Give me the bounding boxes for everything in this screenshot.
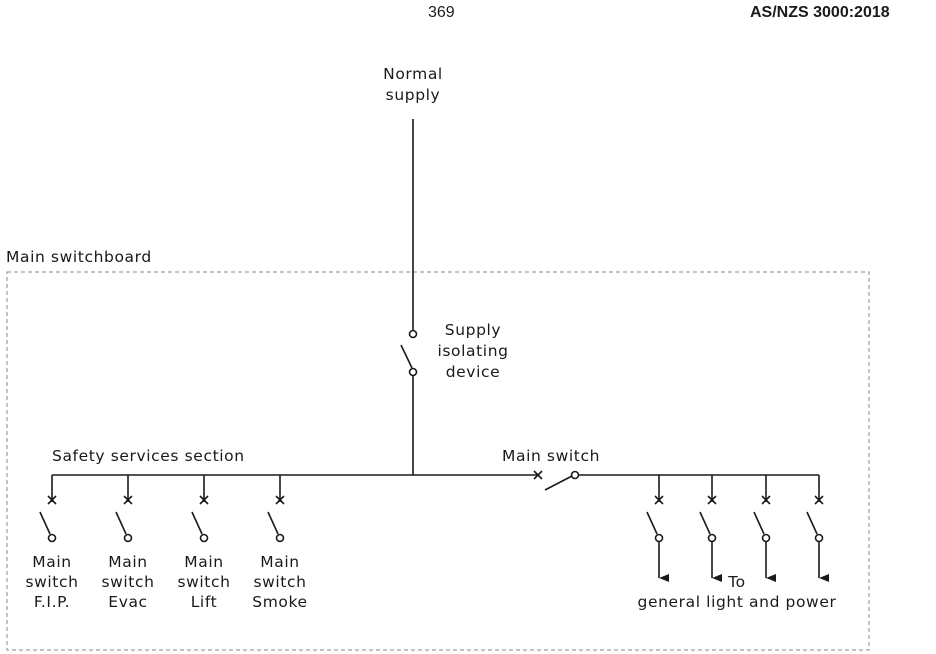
general-circuit-1 — [646, 475, 669, 582]
main-switch-symbol — [533, 470, 580, 491]
general-circuit-4 — [806, 475, 829, 582]
lift-label-line-3: Lift — [191, 593, 218, 611]
general-label-line-1: To — [727, 573, 746, 591]
isolator-label-line-1: Supply — [445, 321, 501, 339]
general-circuit-2 — [699, 475, 722, 582]
lift-label-line-2: switch — [177, 573, 230, 591]
fip-label-line-1: Main — [32, 553, 71, 571]
general-label-line-2: general light and power — [638, 593, 837, 611]
general-circuit-3 — [753, 475, 776, 582]
supply-label-line-1: Normal — [383, 65, 443, 83]
switchboard-label: Main switchboard — [6, 248, 152, 266]
isolator-bottom-contact — [408, 367, 418, 377]
safety-section-label: Safety services section — [52, 447, 245, 465]
fip-label-line-3: F.I.P. — [34, 593, 70, 611]
lift-label-line-1: Main — [184, 553, 223, 571]
evac-label-line-1: Main — [108, 553, 147, 571]
safety-circuit-smoke — [267, 475, 285, 543]
smoke-label-line-1: Main — [260, 553, 299, 571]
safety-circuit-lift — [191, 475, 209, 543]
main-switch-label: Main switch — [502, 447, 600, 465]
isolator-blade — [400, 344, 413, 369]
isolator-top-contact — [408, 329, 418, 339]
fip-label-line-2: switch — [25, 573, 78, 591]
standard-reference: AS/NZS 3000:2018 — [750, 4, 890, 21]
evac-label-line-2: switch — [101, 573, 154, 591]
isolator-label-line-3: device — [446, 363, 501, 381]
switchboard-boundary — [6, 271, 870, 651]
smoke-label-line-2: switch — [253, 573, 306, 591]
supply-label-line-2: supply — [386, 86, 441, 104]
safety-circuit-evac — [115, 475, 133, 543]
evac-label-line-3: Evac — [108, 593, 147, 611]
safety-circuit-fip — [39, 475, 57, 543]
isolator-label-line-2: isolating — [437, 342, 508, 360]
smoke-label-line-3: Smoke — [252, 593, 307, 611]
page-number: 369 — [428, 4, 455, 21]
